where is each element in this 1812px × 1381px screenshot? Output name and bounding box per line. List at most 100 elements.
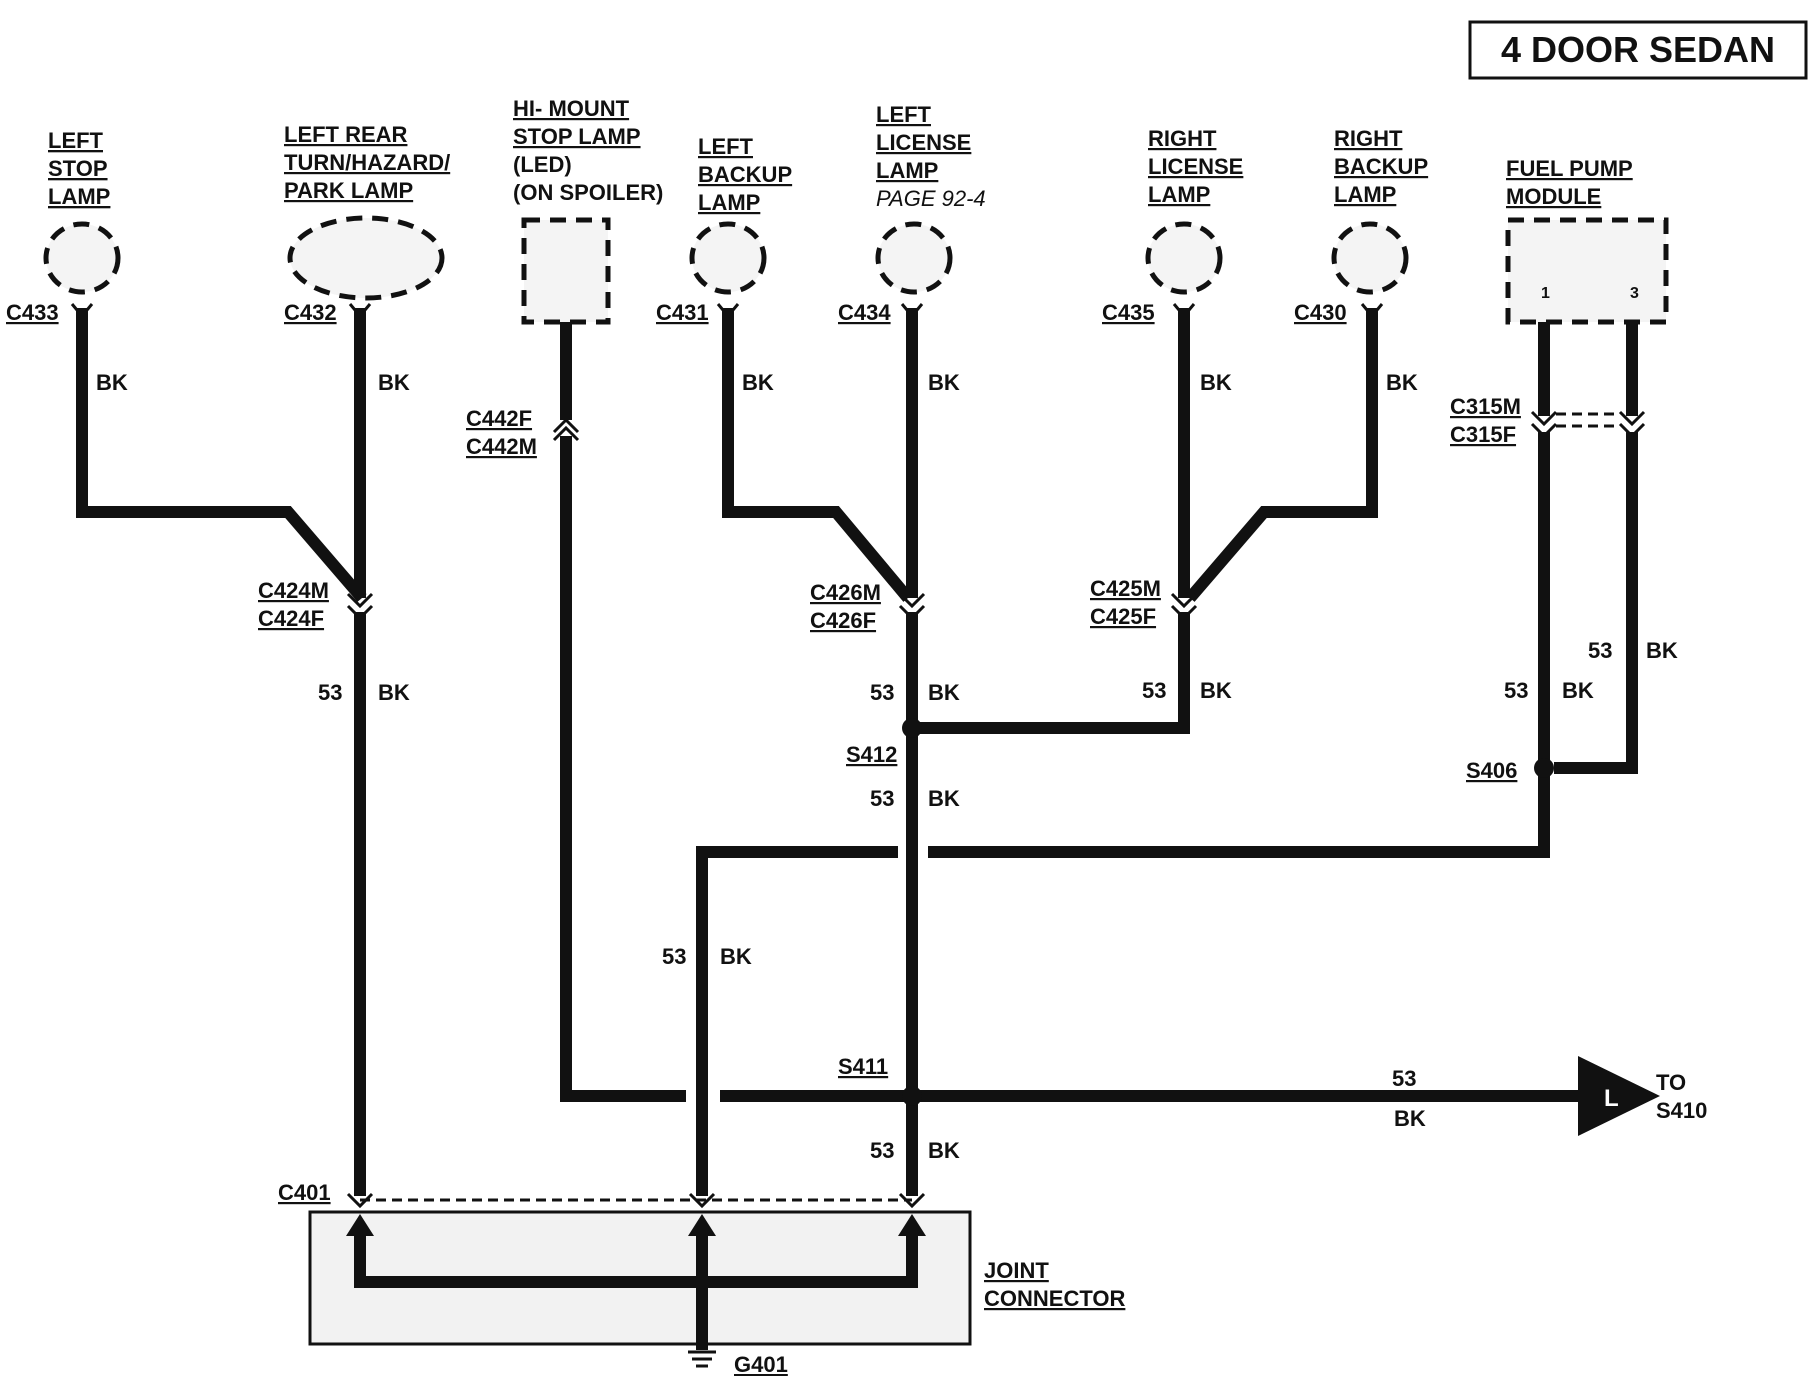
hi-mount-stop-lamp-label: HI- MOUNT STOP LAMP (LED) (ON SPOILER) <box>513 96 663 205</box>
wire-circuit: 53 <box>1588 638 1612 663</box>
svg-text:BACKUP: BACKUP <box>1334 154 1428 179</box>
svg-text:STOP LAMP: STOP LAMP <box>513 124 641 149</box>
connector-c432: C432 <box>284 300 337 325</box>
svg-text:LEFT: LEFT <box>698 134 754 159</box>
ground-symbol <box>688 1350 716 1368</box>
arrow-to-text: TO <box>1656 1070 1686 1095</box>
hi-mount-stop-lamp <box>521 217 611 325</box>
connector-c315f: C315F <box>1450 422 1516 447</box>
svg-text:MODULE: MODULE <box>1506 184 1601 209</box>
wire-color: BK <box>928 680 960 705</box>
splice-s411-label: S411 <box>838 1054 888 1079</box>
wire-color: BK <box>1562 678 1594 703</box>
left-backup-lamp-label: LEFT BACKUP LAMP <box>698 134 792 215</box>
arrow-to-s410: L <box>1578 1056 1660 1136</box>
fuel-pump-module <box>1505 217 1669 325</box>
left-stop-lamp <box>43 221 121 295</box>
fuel-pump-pin-1: 1 <box>1541 285 1550 302</box>
left-license-lamp <box>875 221 953 295</box>
svg-text:RIGHT: RIGHT <box>1334 126 1403 151</box>
svg-text:LEFT REAR: LEFT REAR <box>284 122 408 147</box>
svg-text:LEFT: LEFT <box>876 102 932 127</box>
svg-text:LEFT: LEFT <box>48 128 104 153</box>
svg-text:(ON SPOILER): (ON SPOILER) <box>513 180 663 205</box>
svg-text:TURN/HAZARD/: TURN/HAZARD/ <box>284 150 450 175</box>
svg-text:FUEL PUMP: FUEL PUMP <box>1506 156 1633 181</box>
svg-text:LAMP: LAMP <box>1334 182 1396 207</box>
svg-text:LICENSE: LICENSE <box>876 130 971 155</box>
right-license-lamp-label: RIGHT LICENSE LAMP <box>1148 126 1243 207</box>
splice-s412 <box>902 718 922 738</box>
connector-c434: C434 <box>838 300 891 325</box>
wire-color: BK <box>96 370 128 395</box>
joint-connector-label-2: CONNECTOR <box>984 1286 1125 1311</box>
wire-color: BK <box>1394 1106 1426 1131</box>
svg-text:(LED): (LED) <box>513 152 572 177</box>
wire-color: BK <box>928 1138 960 1163</box>
connector-c401: C401 <box>278 1180 331 1205</box>
wire-circuit: 53 <box>870 680 894 705</box>
diagram-title: 4 DOOR SEDAN <box>1501 29 1775 70</box>
svg-text:LAMP: LAMP <box>1148 182 1210 207</box>
connector-c433: C433 <box>6 300 59 325</box>
connector-marks <box>70 303 1646 1209</box>
svg-text:PARK LAMP: PARK LAMP <box>284 178 413 203</box>
connector-c442m: C442M <box>466 434 537 459</box>
svg-text:LAMP: LAMP <box>698 190 760 215</box>
wire-color: BK <box>928 786 960 811</box>
wire-circuit: 53 <box>662 944 686 969</box>
wire-color: BK <box>1386 370 1418 395</box>
connector-c425f: C425F <box>1090 604 1156 629</box>
svg-text:HI- MOUNT: HI- MOUNT <box>513 96 630 121</box>
wire-color: BK <box>378 680 410 705</box>
wire-labels: BK BK BK BK BK BK 53 BK 53 BK 53 BK 53 B… <box>96 370 1678 1163</box>
right-backup-lamp-label: RIGHT BACKUP LAMP <box>1334 126 1428 207</box>
connector-c435: C435 <box>1102 300 1155 325</box>
svg-text:RIGHT: RIGHT <box>1148 126 1217 151</box>
wire-circuit: 53 <box>318 680 342 705</box>
wire-color: BK <box>928 370 960 395</box>
fuel-pump-module-label: FUEL PUMP MODULE <box>1506 156 1633 209</box>
left-backup-lamp <box>689 221 767 295</box>
splice-s412-label: S412 <box>846 742 897 767</box>
connector-c315m: C315M <box>1450 394 1521 419</box>
connector-c424f: C424F <box>258 606 324 631</box>
connector-c431: C431 <box>656 300 709 325</box>
joint-connector-bus <box>346 1214 926 1350</box>
arrow-letter: L <box>1604 1085 1619 1112</box>
wire-circuit: 53 <box>1392 1066 1416 1091</box>
left-stop-lamp-label: LEFT STOP LAMP <box>48 128 110 209</box>
connector-c426f: C426F <box>810 608 876 633</box>
right-license-lamp <box>1145 221 1223 295</box>
svg-text:STOP: STOP <box>48 156 108 181</box>
wire-circuit: 53 <box>1142 678 1166 703</box>
splice-s406 <box>1534 758 1554 778</box>
left-rear-lamp-label: LEFT REAR TURN/HAZARD/ PARK LAMP <box>284 122 450 203</box>
splice-s411 <box>902 1086 922 1106</box>
wire-color: BK <box>742 370 774 395</box>
wire-color: BK <box>378 370 410 395</box>
svg-text:LAMP: LAMP <box>876 158 938 183</box>
wire-color: BK <box>1200 678 1232 703</box>
wire-circuit: 53 <box>1504 678 1528 703</box>
connector-c424m: C424M <box>258 578 329 603</box>
fuel-pump-pin-3: 3 <box>1630 285 1639 302</box>
left-license-lamp-label: LEFT LICENSE LAMP PAGE 92-4 <box>876 102 986 211</box>
arrow-destination: S410 <box>1656 1098 1707 1123</box>
wire-circuit: 53 <box>870 786 894 811</box>
title-box: 4 DOOR SEDAN <box>1468 20 1808 80</box>
ground-g401-label: G401 <box>734 1352 788 1376</box>
connector-c426m: C426M <box>810 580 881 605</box>
wire-color: BK <box>720 944 752 969</box>
wire-color: BK <box>1200 370 1232 395</box>
wire-circuit: 53 <box>870 1138 894 1163</box>
svg-text:BACKUP: BACKUP <box>698 162 792 187</box>
connector-c425m: C425M <box>1090 576 1161 601</box>
svg-text:LICENSE: LICENSE <box>1148 154 1243 179</box>
splice-s406-label: S406 <box>1466 758 1517 783</box>
wire-color: BK <box>1646 638 1678 663</box>
page-ref: PAGE 92-4 <box>876 186 986 211</box>
joint-connector-label-1: JOINT <box>984 1258 1049 1283</box>
right-backup-lamp <box>1331 221 1409 295</box>
left-rear-lamp <box>287 215 445 301</box>
